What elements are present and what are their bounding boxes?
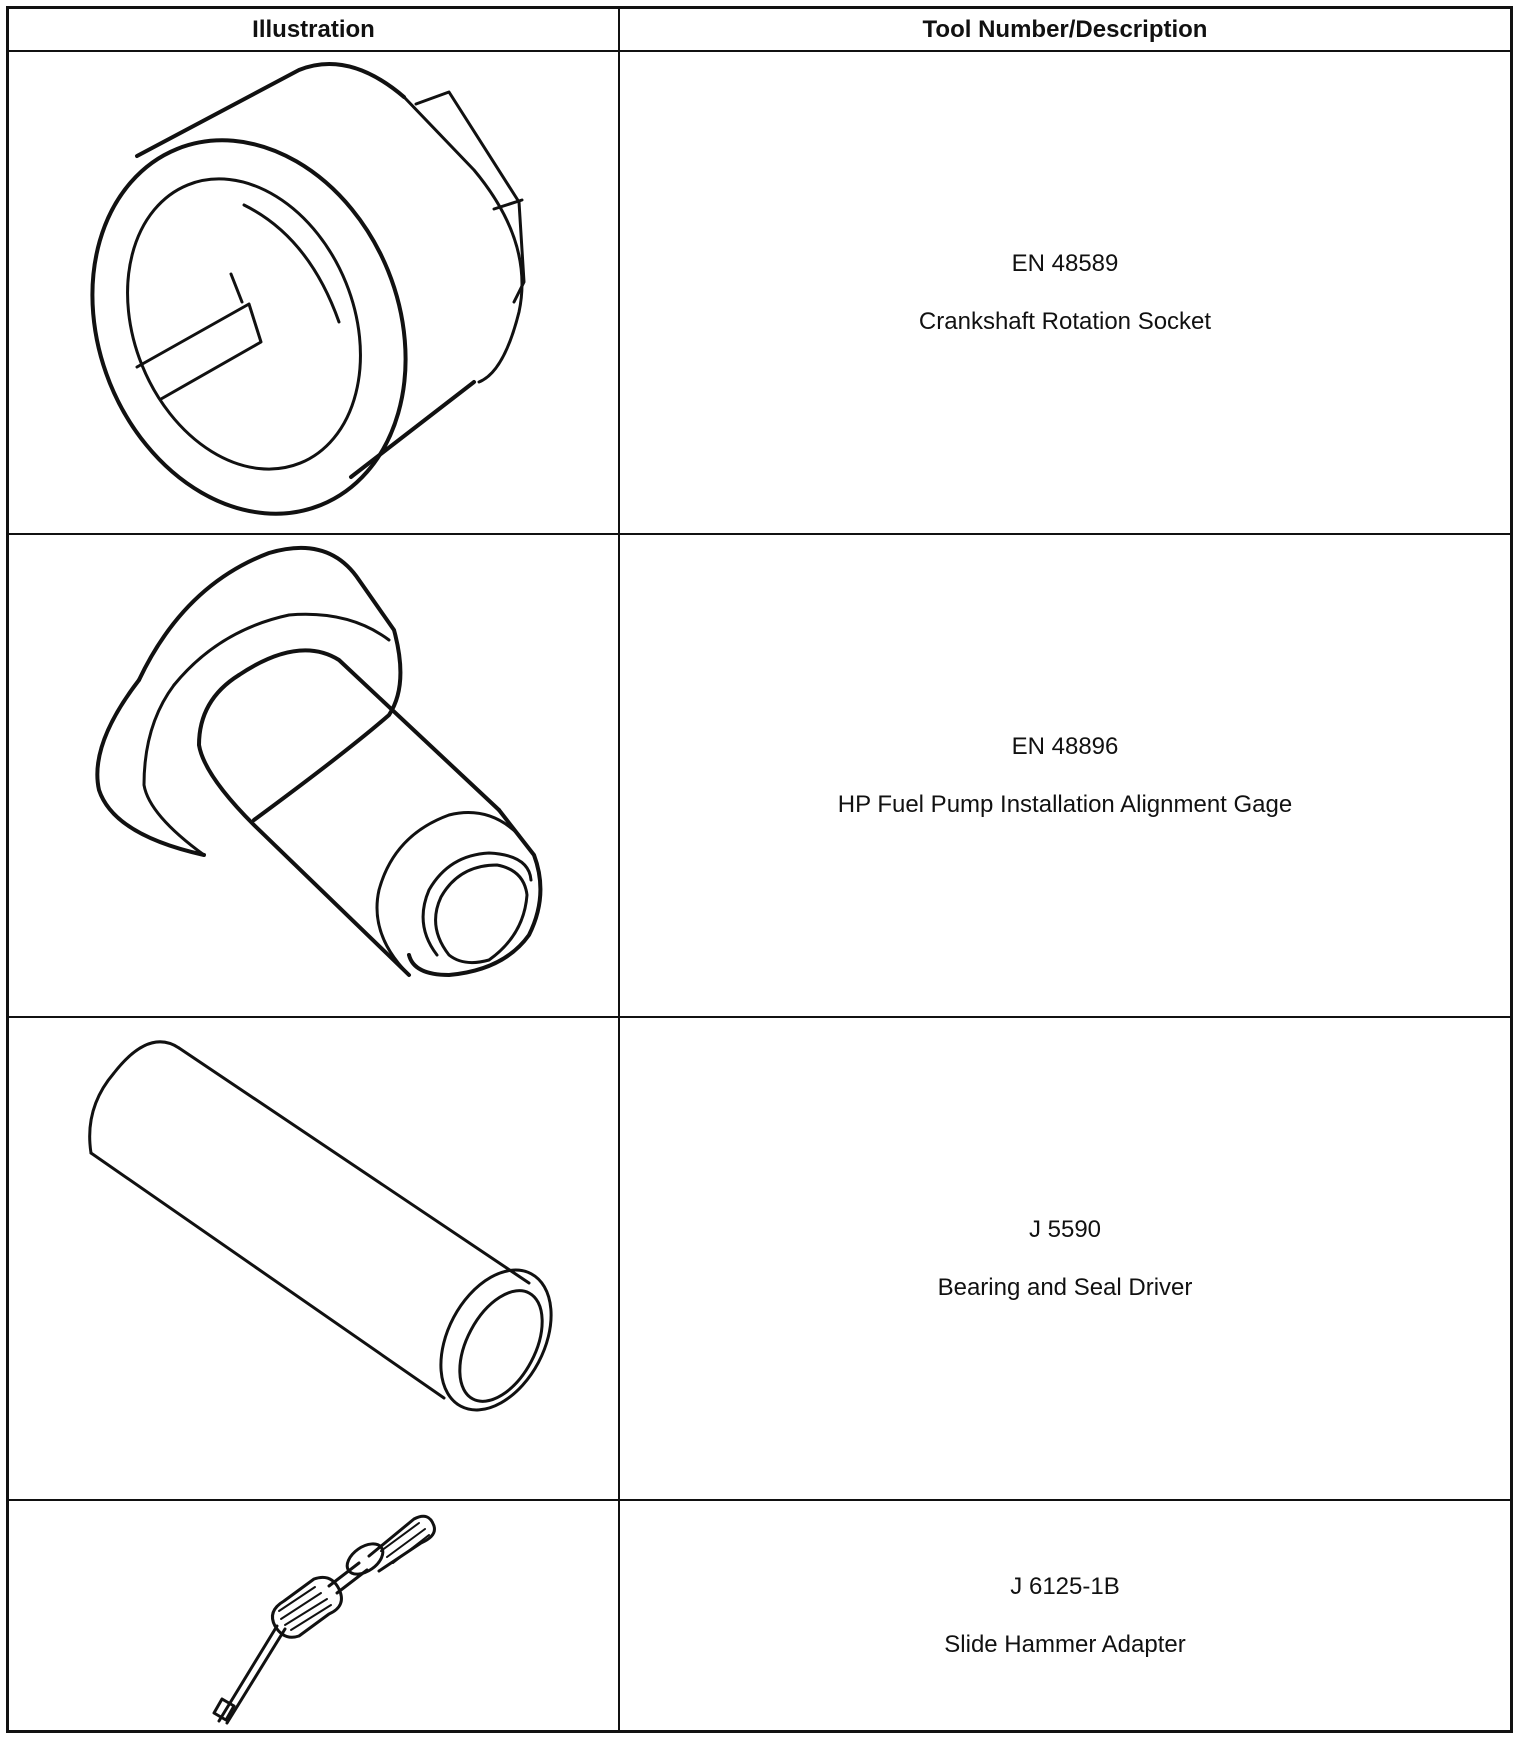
tool-number: EN 48589 <box>1011 249 1119 277</box>
row-description-cell: J 6125-1B Slide Hammer Adapter <box>620 1501 1510 1730</box>
header-illustration: Illustration <box>252 16 375 43</box>
tool-description: HP Fuel Pump Installation Alignment Gage <box>837 790 1293 818</box>
tool-table: Illustration Tool Number/Description EN … <box>6 6 1513 1733</box>
row-description-cell: J 5590 Bearing and Seal Driver <box>620 1018 1510 1499</box>
crankshaft-rotation-socket-icon <box>90 62 526 516</box>
slide-hammer-adapter-icon <box>212 1514 436 1725</box>
row-description-cell: EN 48896 HP Fuel Pump Installation Align… <box>620 535 1510 1016</box>
tool-number: EN 48896 <box>1011 732 1119 760</box>
tool-description: Slide Hammer Adapter <box>944 1630 1186 1658</box>
column-divider <box>618 9 620 1730</box>
row-description-cell: EN 48589 Crankshaft Rotation Socket <box>620 52 1510 533</box>
bearing-seal-driver-icon <box>88 1040 553 1412</box>
header-description: Tool Number/Description <box>922 16 1208 43</box>
row-illustration <box>9 535 618 1016</box>
row-illustration <box>9 1018 618 1499</box>
table-row: EN 48896 HP Fuel Pump Installation Align… <box>9 535 1510 1018</box>
table-row: J 5590 Bearing and Seal Driver <box>9 1018 1510 1501</box>
tool-description: Bearing and Seal Driver <box>937 1273 1193 1301</box>
row-illustration <box>9 52 618 533</box>
table-row: EN 48589 Crankshaft Rotation Socket <box>9 52 1510 535</box>
table-row: J 6125-1B Slide Hammer Adapter <box>9 1501 1510 1730</box>
tool-number: J 5590 <box>1028 1215 1102 1243</box>
tool-number: J 6125-1B <box>1010 1572 1120 1600</box>
tool-description: Crankshaft Rotation Socket <box>918 307 1212 335</box>
alignment-gage-icon <box>95 545 543 977</box>
table-header: Illustration Tool Number/Description <box>9 9 1510 52</box>
row-illustration <box>9 1501 618 1730</box>
